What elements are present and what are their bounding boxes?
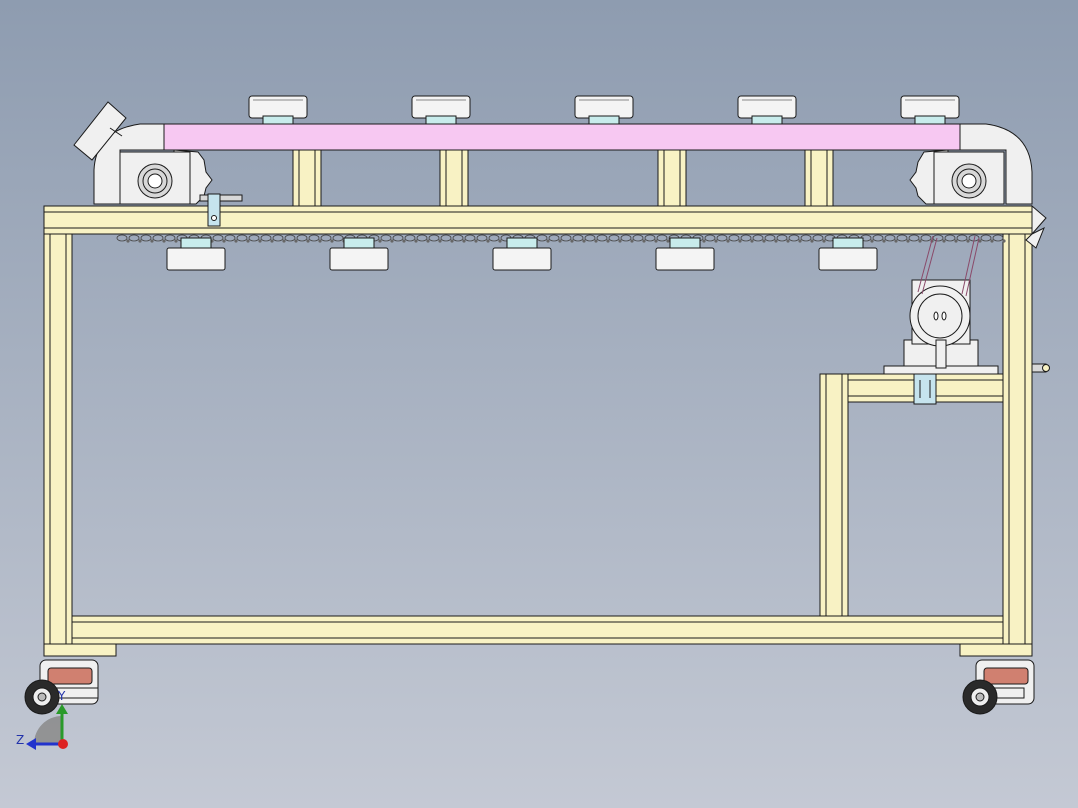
- lower-cleat: [166, 237, 226, 271]
- scraper-blade: [73, 101, 127, 161]
- upper-cleat: [248, 95, 308, 125]
- bottom-frame-beam: [71, 615, 1004, 645]
- upper-cleat: [411, 95, 471, 125]
- triad-z-label: Z: [16, 733, 24, 747]
- belt-support-post: [657, 149, 687, 207]
- triad-y-label: Y: [57, 689, 66, 703]
- top-frame-beam: [43, 205, 1033, 235]
- upper-cleat: [900, 95, 960, 125]
- triad-arc: [34, 716, 62, 744]
- left-frame-leg: [43, 233, 73, 645]
- belt-support-post: [439, 149, 469, 207]
- left-end-housing: [73, 101, 243, 227]
- drive-belt: [917, 235, 980, 297]
- upper-cleat: [737, 95, 797, 125]
- left-foot-plate: [43, 643, 117, 657]
- conveyor-belt: [159, 123, 965, 151]
- lower-cleat: [655, 237, 715, 271]
- upper-cleats: [248, 95, 960, 125]
- right-caster: [962, 659, 1035, 715]
- coordinate-triad: Y Z: [16, 689, 68, 750]
- motor-subframe-post: [819, 373, 849, 617]
- lower-cleat: [818, 237, 878, 271]
- conveyor-frame: [43, 149, 1033, 657]
- lower-cleat: [492, 237, 552, 271]
- right-foot-plate: [959, 643, 1033, 657]
- belt-support-post: [804, 149, 834, 207]
- triad-x-axis: [58, 739, 68, 749]
- left-caster: [24, 659, 99, 715]
- upper-cleat: [574, 95, 634, 125]
- right-frame-leg: [1002, 233, 1033, 645]
- belt-support-post: [292, 149, 322, 207]
- drive-motor: [883, 235, 1050, 405]
- lower-cleat: [329, 237, 389, 271]
- lower-cleats: [166, 237, 878, 271]
- right-end-housing: [909, 123, 1047, 249]
